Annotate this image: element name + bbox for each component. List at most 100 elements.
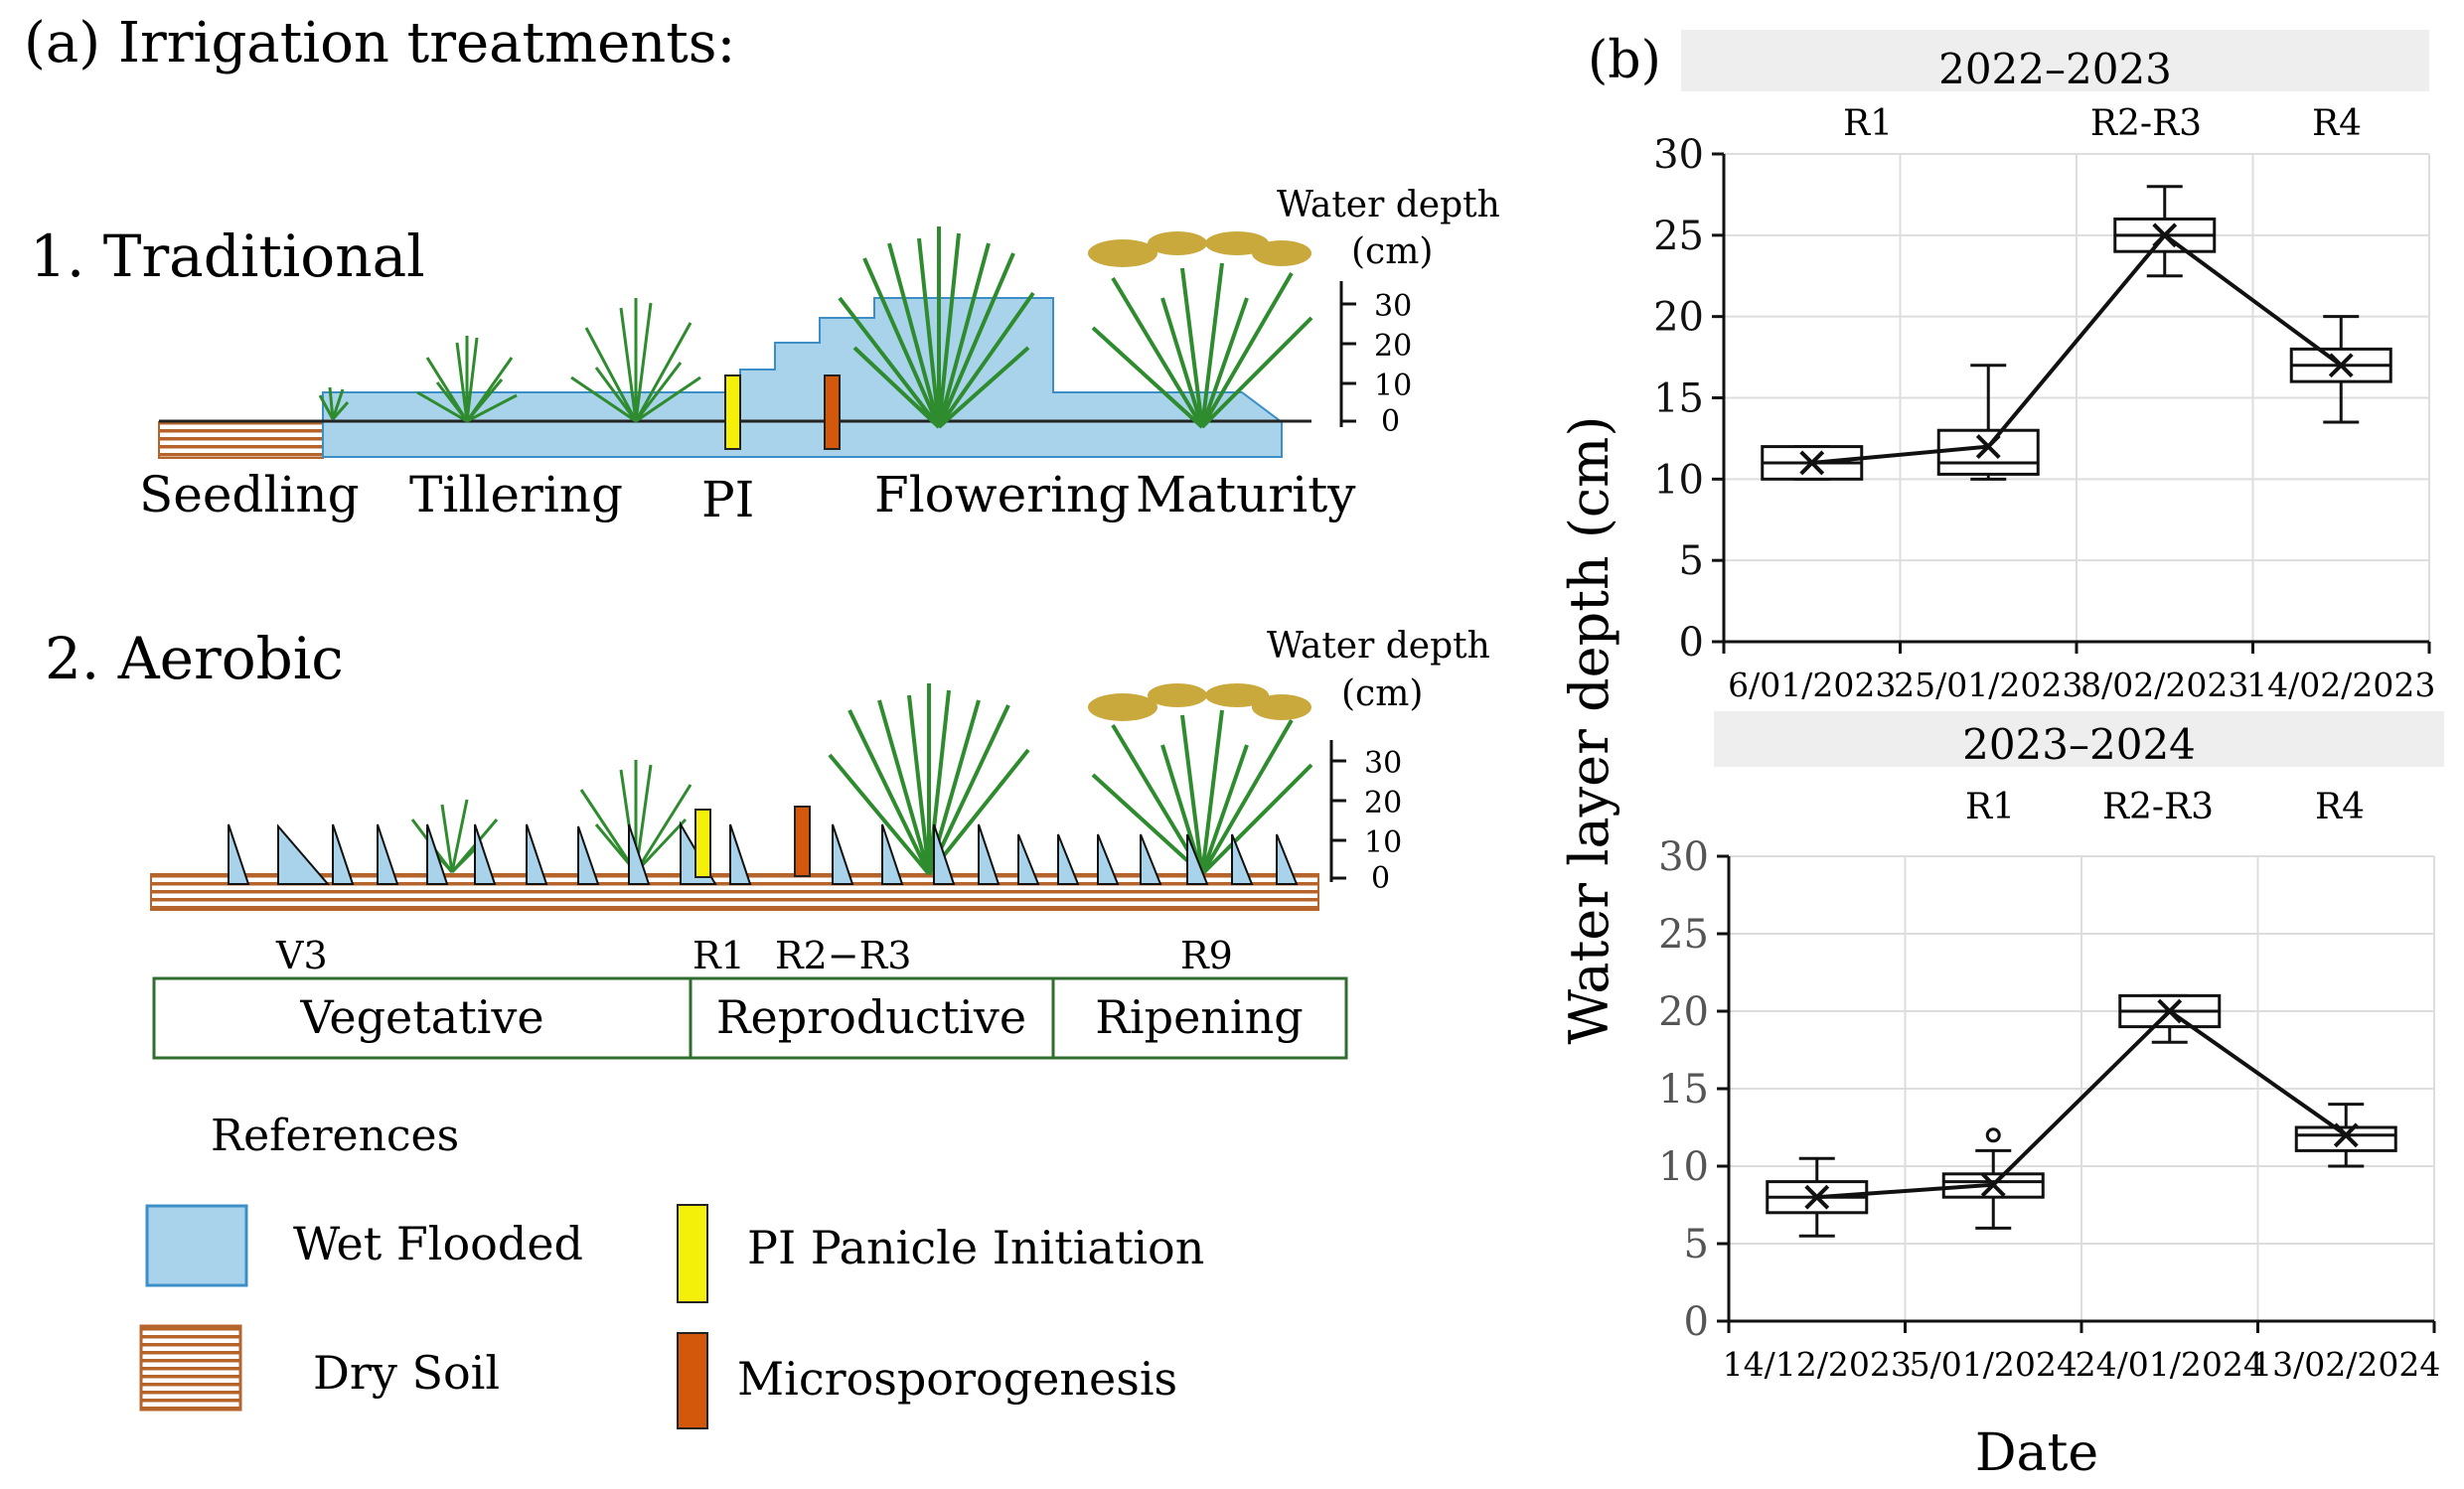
mean-marker-stroke: [2157, 998, 2183, 1024]
y-tick-label: 5: [1684, 1222, 1709, 1267]
y-tick-label: 5: [1679, 538, 1704, 584]
chart-header-bar: [1681, 30, 2429, 91]
aerobic-maturity-plant-icon: [1088, 683, 1313, 876]
chart-header-bar: [1714, 711, 2444, 767]
references-title: References: [211, 1111, 459, 1161]
mean-marker-stroke: [1804, 1184, 1830, 1210]
mean-marker-stroke: [1975, 434, 2001, 460]
aerobic-scale-title: Water depth: [1267, 626, 1490, 667]
stage-label-flowering: Flowering: [874, 466, 1130, 523]
traditional-scale-title: Water depth: [1277, 185, 1500, 225]
marker-r2-r3: R2−R3: [775, 934, 911, 977]
aerobic-diagram: 2. Aerobic: [45, 625, 1490, 1060]
y-axis-title: Water layer depth (cm): [1558, 416, 1620, 1045]
y-tick-label: 0: [1684, 1299, 1709, 1345]
mean-marker-stroke: [2152, 223, 2178, 248]
mean-marker-stroke: [2333, 1122, 2359, 1148]
panel-b: (b) Water layer depth (cm) Date 2022–202…: [1558, 30, 2444, 1483]
mean-marker: [2333, 1122, 2359, 1148]
traditional-scale-tick-30: 30: [1374, 289, 1412, 324]
outlier-point: [1985, 1127, 2001, 1143]
x-tick-label: 14/12/2023: [1723, 1345, 1912, 1384]
y-tick-label: 15: [1653, 376, 1704, 422]
aerobic-title: 2. Aerobic: [45, 625, 344, 692]
box-iqr: [2294, 1125, 2397, 1152]
box-chart-2022-2023: 2022–20230510152025306/01/202325/01/2023…: [1653, 30, 2435, 704]
y-tick-label: 10: [1653, 457, 1704, 503]
references-legend: References Wet Flooded Dry Soil PI Panic…: [139, 1111, 1204, 1429]
traditional-depth-scale: [1339, 281, 1356, 427]
box-iqr: [1936, 428, 2040, 476]
aerobic-pi-marker: [694, 809, 711, 878]
aerobic-scale-tick-30: 30: [1364, 746, 1402, 781]
flowering-plant-icon: [838, 226, 1035, 429]
traditional-scale-tick-0: 0: [1381, 404, 1400, 439]
y-tick-label: 25: [1653, 214, 1704, 259]
stage-label: R2-R3: [2090, 103, 2202, 144]
phase-vegetative: Vegetative: [299, 990, 543, 1044]
tillering-plant-icon: [416, 336, 518, 423]
legend-label-microsporogenesis: Microsporogenesis: [737, 1352, 1177, 1406]
mean-marker-stroke: [1980, 1172, 2006, 1198]
phase-reproductive: Reproductive: [716, 990, 1026, 1044]
legend-swatch-wet-flooded: [145, 1204, 248, 1287]
stage-label-pi: PI: [701, 471, 754, 528]
y-tick-label: 0: [1679, 620, 1704, 666]
legend-label-wet-flooded: Wet Flooded: [293, 1217, 583, 1270]
x-tick-label: 5/01/2024: [1910, 1345, 2078, 1384]
mean-trend-line: [1816, 1008, 2348, 1200]
y-tick-label: 15: [1658, 1067, 1709, 1113]
mean-marker: [2328, 353, 2354, 378]
stage-label: R2-R3: [2102, 787, 2214, 827]
mean-marker-stroke: [2328, 353, 2354, 378]
aerobic-flowering-plant-icon: [828, 683, 1030, 876]
panel-a: (a) Irrigation treatments: 1. Traditiona…: [24, 11, 1500, 1429]
stage-label: R1: [1843, 103, 1893, 144]
traditional-scale-unit: (cm): [1351, 231, 1433, 272]
stage-label-seedling: Seedling: [139, 466, 360, 523]
y-tick-label: 30: [1653, 132, 1704, 178]
marker-v3: V3: [275, 934, 328, 977]
aerobic-scale-tick-0: 0: [1371, 861, 1390, 896]
x-tick-label: 25/01/2023: [1894, 666, 2082, 704]
mean-marker: [2157, 998, 2183, 1024]
mean-marker-stroke: [1799, 450, 1825, 476]
mean-marker: [1975, 434, 2001, 460]
traditional-scale-tick-20: 20: [1374, 329, 1412, 364]
mean-marker: [1980, 1172, 2006, 1198]
x-tick-label: 24/01/2024: [2076, 1345, 2264, 1384]
aerobic-depth-scale: [1329, 740, 1346, 882]
chart-title: 2023–2024: [1962, 720, 2196, 769]
y-tick-label: 10: [1658, 1144, 1709, 1190]
traditional-title: 1. Traditional: [30, 223, 425, 290]
seedling-plant-icon: [318, 386, 350, 420]
box-chart-2023-2024: 2023–202405101520253014/12/20235/01/2024…: [1658, 711, 2444, 1384]
stage-label-tillering: Tillering: [409, 466, 623, 523]
y-tick-label: 25: [1658, 912, 1709, 958]
legend-swatch-dry-soil: [139, 1324, 242, 1412]
traditional-water: [322, 297, 1283, 458]
x-tick-label: 8/02/2023: [2080, 666, 2248, 704]
legend-swatch-microsporogenesis: [677, 1332, 708, 1429]
aerobic-scale-tick-10: 10: [1364, 825, 1402, 860]
stage-label: R4: [2315, 787, 2365, 827]
panel-a-title: (a) Irrigation treatments:: [24, 11, 735, 75]
legend-label-dry-soil: Dry Soil: [313, 1346, 500, 1400]
traditional-micro-marker: [824, 374, 841, 450]
y-tick-label: 20: [1653, 295, 1704, 341]
aerobic-scale-tick-20: 20: [1364, 786, 1402, 820]
aerobic-micro-marker: [794, 806, 811, 877]
phase-ripening: Ripening: [1095, 990, 1303, 1044]
y-tick-label: 30: [1658, 834, 1709, 880]
traditional-scale-tick-10: 10: [1374, 369, 1412, 403]
legend-label-pi: PI Panicle Initiation: [747, 1221, 1204, 1274]
x-tick-label: 6/01/2023: [1728, 666, 1896, 704]
marker-r1: R1: [693, 934, 745, 977]
stage-label-maturity: Maturity: [1136, 466, 1356, 523]
marker-r9: R9: [1180, 934, 1233, 977]
x-tick-label: 13/02/2024: [2251, 1345, 2440, 1384]
traditional-pi-marker: [724, 374, 741, 450]
traditional-diagram: 1. Traditional: [30, 185, 1500, 528]
mean-trend-line: [1811, 232, 2343, 465]
aerobic-scale-unit: (cm): [1341, 673, 1423, 714]
